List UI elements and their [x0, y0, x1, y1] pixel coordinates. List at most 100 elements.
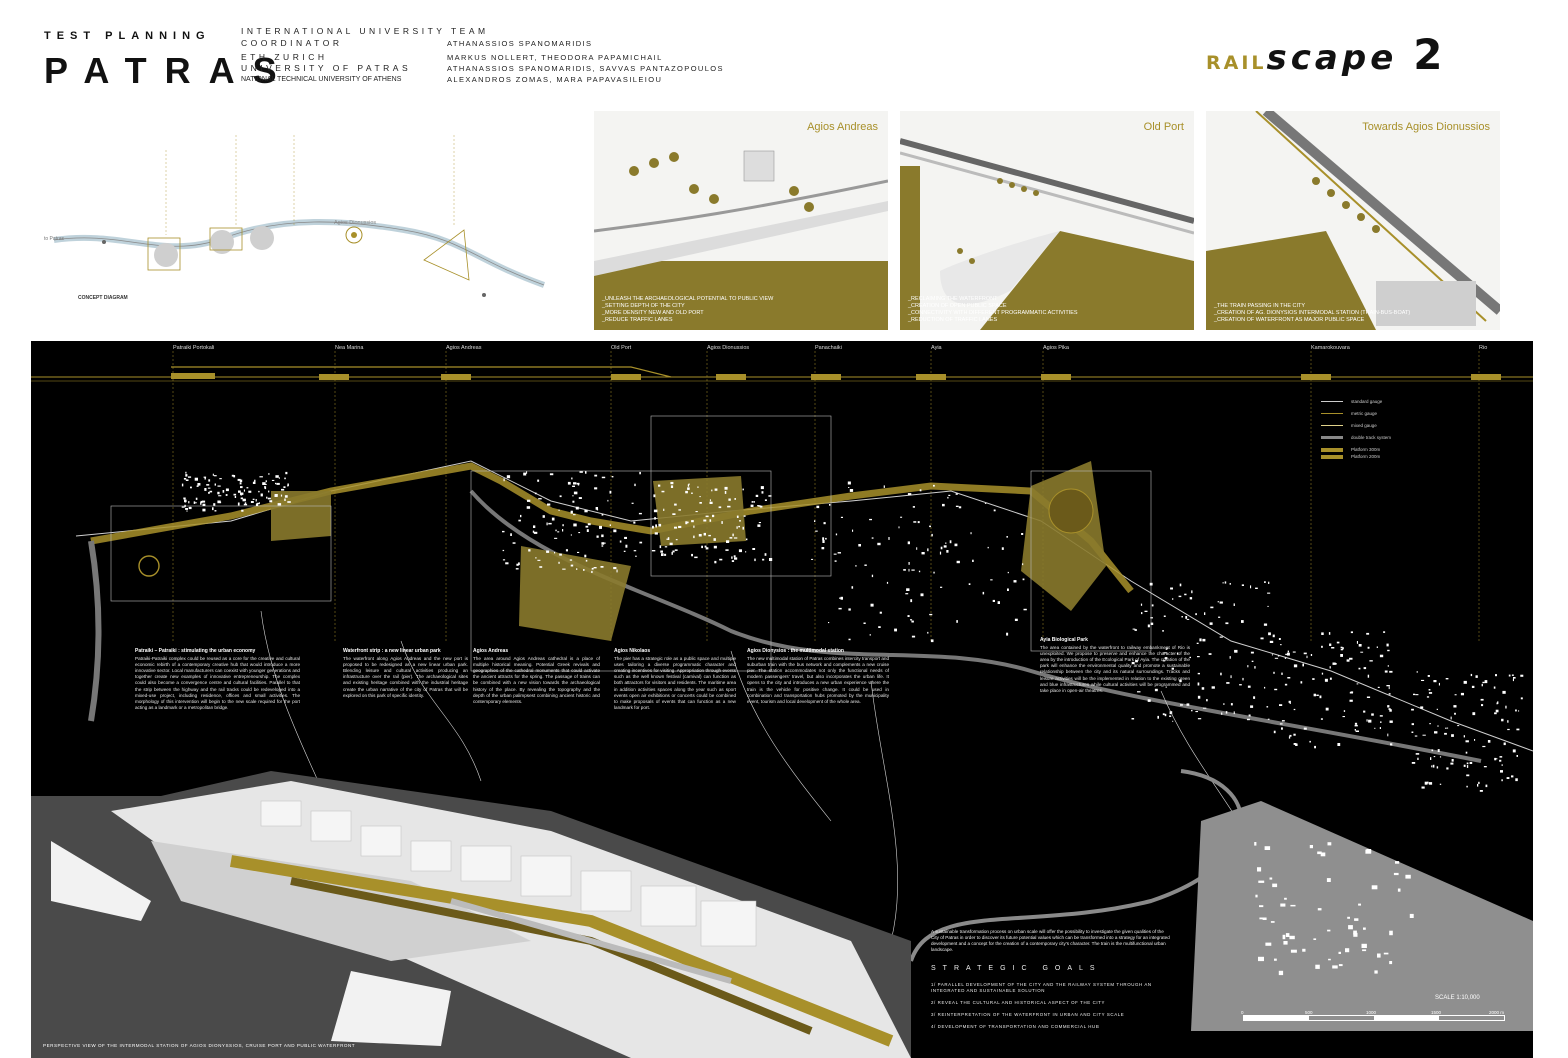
strategic-goals: A sustainable transformation process on … [931, 929, 1171, 1036]
settlement-dot [1283, 941, 1288, 945]
settlement-dot [1494, 712, 1497, 715]
settlement-dot [1463, 680, 1467, 684]
settlement-dot [1445, 727, 1447, 729]
settlement-dot [1007, 571, 1009, 574]
settlement-dot [1451, 734, 1454, 737]
settlement-dot [570, 510, 573, 514]
settlement-dot [1254, 666, 1256, 669]
settlement-dot [503, 478, 505, 482]
settlement-dot [1340, 648, 1343, 651]
column-body: The new multimodal station of Patras com… [747, 656, 889, 704]
settlement-dot [601, 513, 604, 516]
settlement-dot [940, 586, 943, 588]
settlement-dot [287, 501, 291, 503]
settlement-dot [634, 483, 636, 487]
settlement-dot [1229, 656, 1231, 659]
settlement-dot [900, 516, 903, 518]
settlement-dot [1439, 783, 1442, 785]
settlement-dot [658, 484, 661, 487]
settlement-dot [1210, 606, 1214, 609]
legend-label: Platform 200m [1351, 454, 1381, 459]
settlement-dot [275, 482, 277, 485]
settlement-dot [726, 540, 730, 543]
settlement-dot [1197, 695, 1201, 699]
concept-caption: CONCEPT DIAGRAM [78, 295, 128, 301]
settlement-dot [954, 543, 958, 547]
settlement-dot [578, 497, 582, 499]
settlement-dot [616, 569, 618, 573]
settlement-dot [1286, 652, 1290, 656]
settlement-dot [625, 544, 628, 548]
settlement-dot [939, 551, 942, 555]
settlement-dot [1328, 958, 1331, 961]
settlement-dot [1292, 651, 1296, 653]
settlement-dot [1411, 762, 1416, 764]
settlement-dot [871, 574, 874, 578]
settlement-dot [585, 559, 588, 562]
concept-station-label: Agios Dionussios [334, 220, 377, 226]
settlement-dot [1219, 636, 1223, 638]
settlement-dot [732, 533, 734, 537]
settlement-dot [277, 503, 282, 506]
settlement-dot [1332, 662, 1336, 665]
settlement-dot [762, 558, 765, 561]
settlement-dot [186, 510, 188, 512]
settlement-dot [1230, 703, 1233, 706]
settlement-dot [1471, 685, 1475, 688]
settlement-dot [1427, 781, 1429, 784]
settlement-dot [745, 551, 747, 553]
settlement-dot [596, 508, 599, 511]
settlement-dot [1013, 580, 1017, 583]
settlement-dot [1280, 644, 1282, 646]
settlement-dot [1424, 781, 1428, 785]
settlement-dot [1166, 647, 1168, 650]
settlement-dot [687, 487, 690, 490]
column-title: Agios Dionysios : the multimodal station [747, 648, 844, 654]
goals-title: STRATEGIC GOALS [931, 965, 1102, 972]
settlement-dot [1366, 696, 1371, 698]
settlement-dot [955, 493, 958, 495]
settlement-dot [1326, 878, 1331, 882]
settlement-dot [1149, 582, 1153, 586]
settlement-dot [816, 505, 820, 509]
settlement-dot [558, 509, 560, 511]
text-column-ayia: Ayia Biological Park The area contained … [1040, 637, 1190, 694]
settlement-dot [708, 534, 711, 537]
legend-item: Platform 300m [1321, 447, 1380, 452]
settlement-dot [1321, 672, 1324, 675]
settlement-dot [528, 549, 531, 552]
settlement-dot [1329, 643, 1332, 646]
settlement-dot [1220, 672, 1222, 676]
goal-item: 2/ REVEAL THE CULTURAL AND HISTORICAL AS… [931, 1000, 1105, 1005]
settlement-dot [753, 501, 755, 503]
master-plan-drawing [31, 351, 1533, 1058]
settlement-dot [1482, 745, 1486, 748]
settlement-dot [193, 501, 196, 504]
settlement-dot [1250, 705, 1254, 708]
settlement-dot [697, 486, 699, 488]
settlement-dot [213, 503, 216, 506]
settlement-dot [526, 471, 528, 474]
settlement-dot [214, 510, 217, 512]
settlement-dot [997, 601, 1000, 604]
settlement-dot [1134, 629, 1137, 631]
settlement-dot [1416, 671, 1418, 673]
panel-note: _THE TRAIN PASSING IN THE CITY [1214, 303, 1306, 309]
settlement-dot [1278, 970, 1284, 976]
settlement-dot [638, 512, 642, 515]
settlement-dot [502, 530, 505, 533]
settlement-dot [848, 638, 851, 641]
settlement-dot [1321, 645, 1323, 648]
settlement-dot [658, 523, 662, 527]
settlement-dot [596, 535, 599, 538]
coordinator-label: COORDINATOR [241, 38, 343, 48]
settlement-dot [1233, 603, 1235, 606]
settlement-dot [1457, 725, 1460, 727]
settlement-dot [1350, 691, 1354, 693]
institution-eth: ETH ZURICH [241, 52, 328, 62]
column-title: Patraiki – Patraiki : stimulating the ur… [135, 648, 256, 654]
settlement-dot [1350, 631, 1353, 634]
team-label: INTERNATIONAL UNIVERSITY TEAM [241, 26, 489, 36]
settlement-dot [992, 599, 995, 602]
settlement-dot [847, 481, 851, 485]
